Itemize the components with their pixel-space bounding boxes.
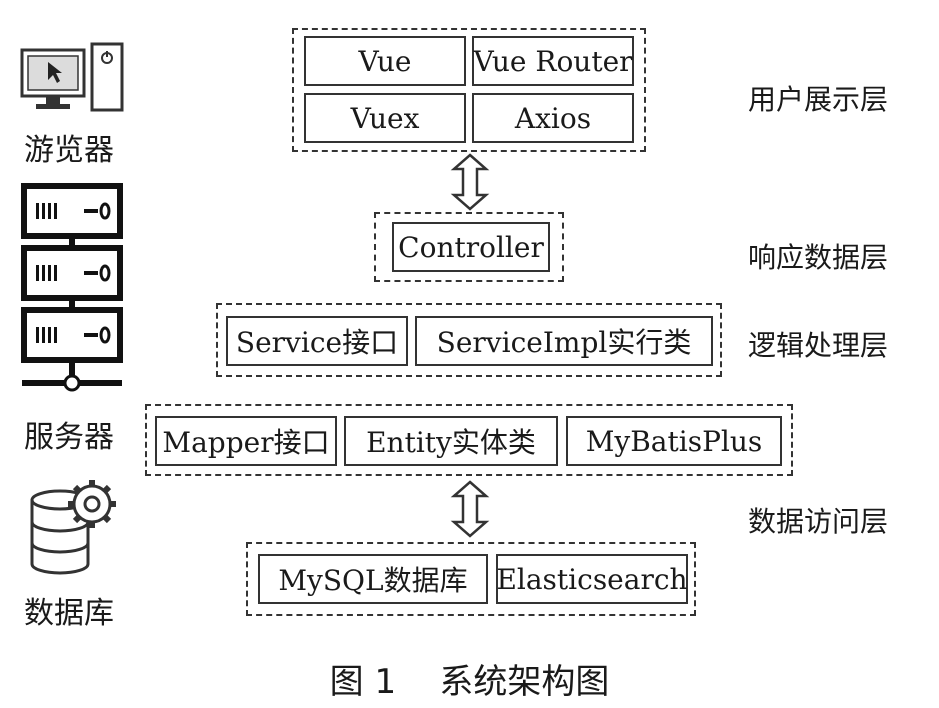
service-impl-box: ServiceImpl实行类 (415, 316, 713, 366)
server-label: 服务器 (24, 420, 114, 455)
data-access-upper-group (145, 404, 793, 476)
logic-layer-group (216, 303, 722, 377)
presentation-layer-label: 用户展示层 (748, 83, 889, 116)
logic-layer-label: 逻辑处理层 (748, 329, 889, 362)
double-arrow-icon (450, 153, 490, 211)
double-arrow-icon (450, 480, 490, 538)
data-access-layer-label: 数据访问层 (748, 505, 889, 538)
axios-box: Axios (472, 93, 634, 143)
database-label: 数据库 (24, 596, 114, 631)
vue-box: Vue (304, 36, 466, 86)
presentation-layer-group (292, 28, 646, 152)
database-gear-icon (30, 480, 116, 575)
elasticsearch-box: Elasticsearch (496, 554, 688, 604)
figure-caption: 图 1 系统架构图 (329, 662, 610, 702)
mybatisplus-box: MyBatisPlus (566, 416, 782, 466)
browser-label: 游览器 (24, 133, 114, 168)
mapper-box: Mapper接口 (155, 416, 337, 466)
data-access-lower-group (246, 542, 696, 616)
vue-router-box: Vue Router (472, 36, 634, 86)
computer-icon (20, 42, 124, 112)
entity-box: Entity实体类 (344, 416, 558, 466)
response-layer-group (374, 212, 564, 282)
mysql-box: MySQL数据库 (258, 554, 488, 604)
vuex-box: Vuex (304, 93, 466, 143)
controller-box: Controller (392, 222, 550, 272)
server-rack-icon (21, 183, 123, 392)
service-interface-box: Service接口 (226, 316, 408, 366)
response-layer-label: 响应数据层 (748, 241, 889, 274)
